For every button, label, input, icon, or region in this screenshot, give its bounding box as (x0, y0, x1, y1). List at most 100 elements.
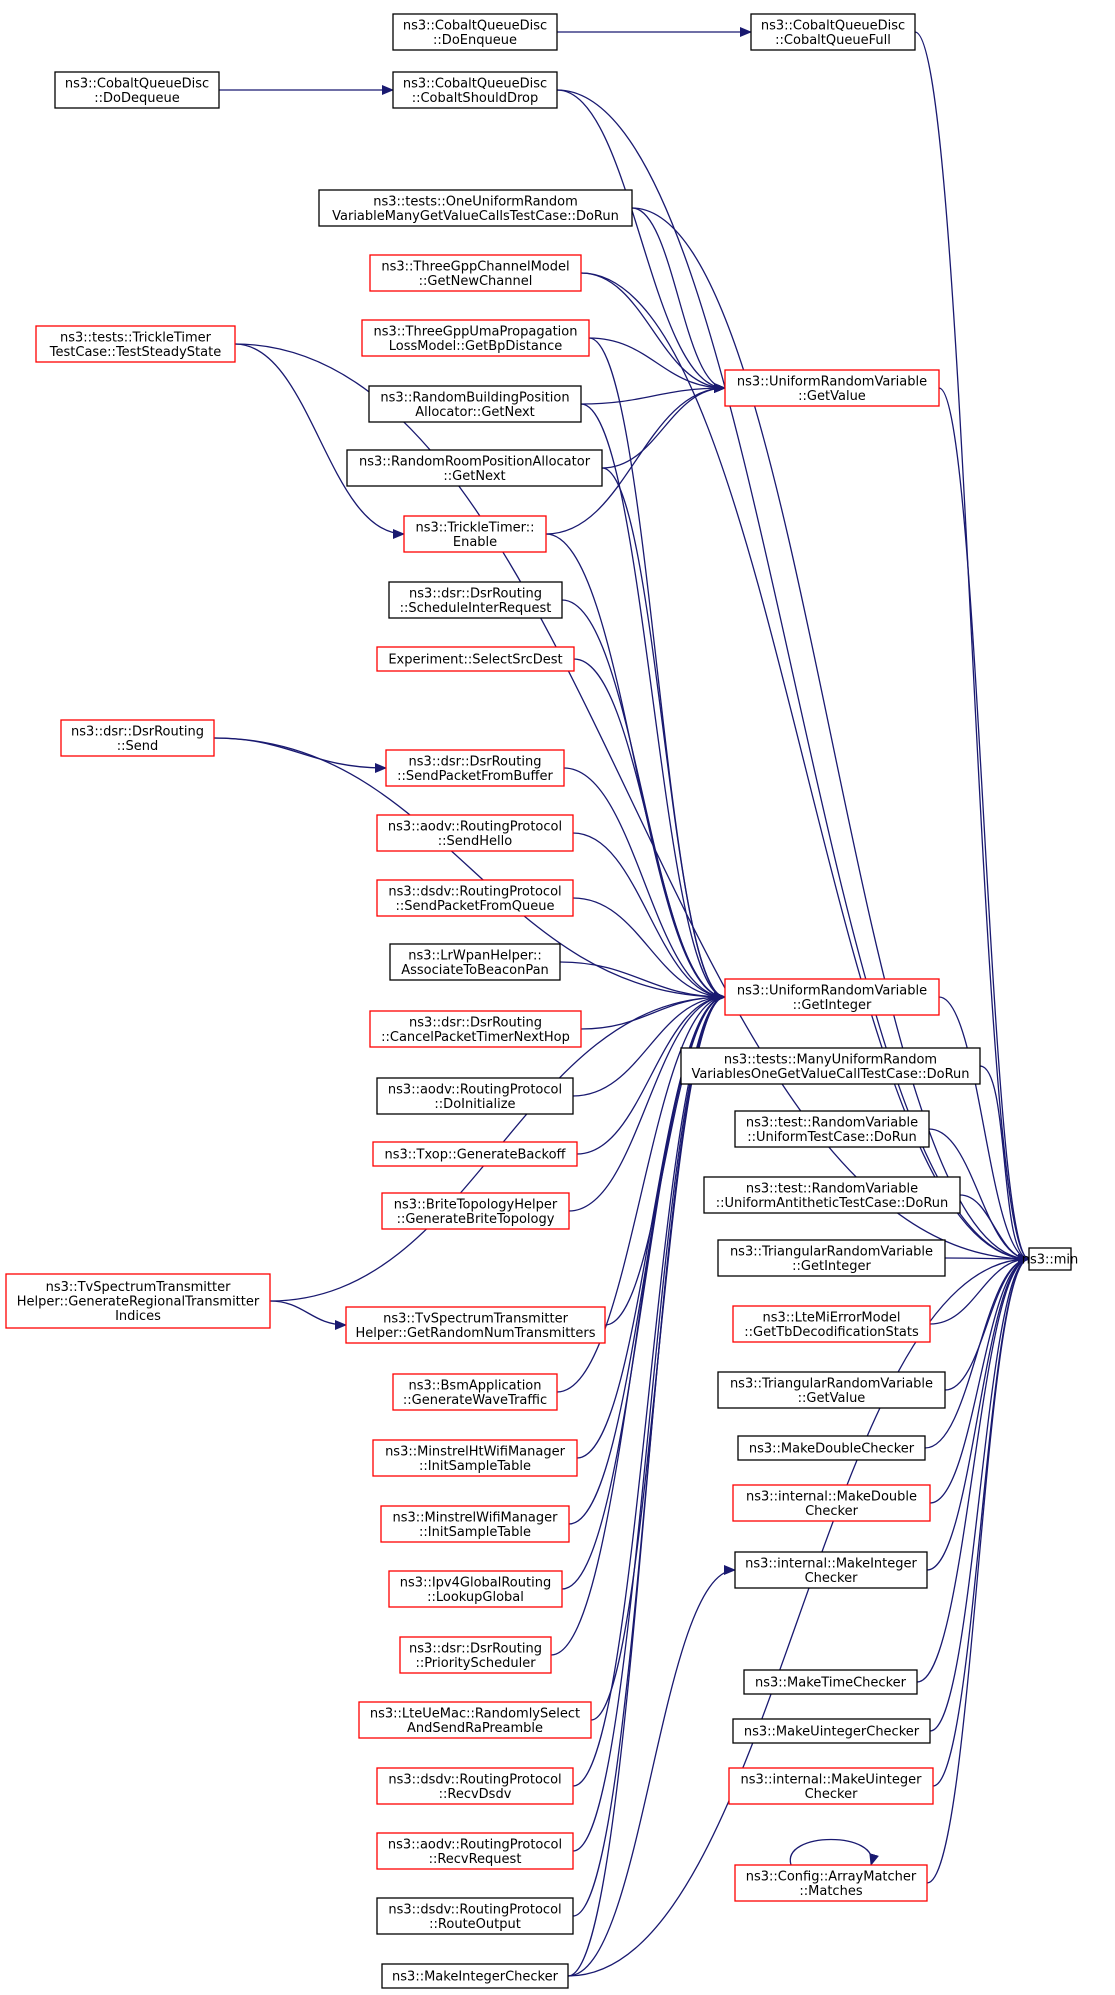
node-txop[interactable]: ns3::Txop::GenerateBackoff (372, 1141, 578, 1167)
node-label: LossModel::GetBpDistance (389, 339, 563, 354)
node-label: ::RouteOutput (429, 1917, 521, 1932)
node-rv-antithetic[interactable]: ns3::test::RandomVariable::UniformAntith… (703, 1176, 961, 1214)
node-cobalt-dequeue[interactable]: ns3::CobaltQueueDisc::DoDequeue (54, 71, 220, 109)
node-lrwpan[interactable]: ns3::LrWpanHelper::AssociateToBeaconPan (389, 943, 561, 981)
node-label: ::SendHello (438, 834, 512, 849)
node-uniform-getinteger[interactable]: ns3::UniformRandomVariable::GetInteger (724, 978, 940, 1016)
node-label: ns3::TrickleTimer:: (415, 520, 534, 535)
node-label: Experiment::SelectSrcDest (388, 653, 562, 668)
call-edge-brite-to-uniform-getinteger (568, 992, 726, 1212)
node-label: ::GenerateBriteTopology (397, 1212, 555, 1227)
node-label: ::GetValue (798, 1391, 866, 1406)
node-dsr-sendbuffer[interactable]: ns3::dsr::DsrRouting::SendPacketFromBuff… (385, 749, 565, 787)
node-label: ns3::LrWpanHelper:: (408, 948, 541, 963)
node-label: ns3::dsr::DsrRouting (409, 1641, 542, 1656)
node-box (54, 71, 220, 109)
node-lte-error[interactable]: ns3::LteMiErrorModel::GetTbDecodificatio… (732, 1305, 931, 1343)
node-box (750, 13, 916, 51)
node-aodv-init[interactable]: ns3::aodv::RoutingProtocol::DoInitialize (376, 1077, 574, 1115)
node-label: Checker (805, 1504, 859, 1519)
node-label: ::DoDequeue (94, 91, 179, 106)
node-box (345, 1306, 606, 1344)
call-edge-dsdv-recv-to-uniform-getinteger (572, 992, 726, 1787)
node-box (680, 1047, 981, 1085)
call-edge-cobalt-drop-to-uniform-getvalue (556, 89, 726, 393)
call-edge-dsr-priority-to-uniform-getinteger (550, 992, 726, 1656)
node-dsr-priority[interactable]: ns3::dsr::DsrRouting::PriorityScheduler (399, 1636, 552, 1674)
node-tv-regional[interactable]: ns3::TvSpectrumTransmitterHelper::Genera… (5, 1273, 271, 1329)
node-trickle-test[interactable]: ns3::tests::TrickleTimerTestCase::TestSt… (35, 325, 236, 363)
node-make-integer[interactable]: ns3::MakeIntegerChecker (381, 1963, 569, 1989)
node-minstrel[interactable]: ns3::MinstrelWifiManager::InitSampleTabl… (380, 1505, 570, 1543)
node-box (403, 515, 547, 553)
node-label: ns3::BriteTopologyHelper (394, 1197, 558, 1212)
node-label: ::UniformAntitheticTestCase::DoRun (716, 1196, 949, 1211)
node-label: ns3::TvSpectrumTransmitter (383, 1311, 568, 1326)
call-edge-trickle-test-to-trickle-enable (234, 343, 405, 539)
call-edge-dsr-schedule-to-uniform-getinteger (561, 599, 726, 1002)
node-label: ns3::MinstrelHtWifiManager (385, 1444, 566, 1459)
node-ipv4[interactable]: ns3::Ipv4GlobalRouting::LookupGlobal (388, 1570, 563, 1608)
node-box (361, 319, 590, 357)
call-edge-threegpp-uma-to-uniform-getvalue (588, 337, 726, 393)
node-root[interactable]: ns3::min (1022, 1247, 1079, 1271)
node-many-uniform[interactable]: ns3::tests::ManyUniformRandomVariablesOn… (680, 1047, 981, 1085)
node-box (376, 1767, 574, 1805)
node-label: ns3::UniformRandomVariable (737, 983, 927, 998)
node-box (376, 1077, 574, 1115)
node-make-double[interactable]: ns3::MakeDoubleChecker (737, 1435, 926, 1461)
call-edge-config-matches-to-root (926, 1254, 1030, 1884)
node-cobalt-full[interactable]: ns3::CobaltQueueDisc::CobaltQueueFull (750, 13, 916, 51)
node-bsm[interactable]: ns3::BsmApplication::GenerateWaveTraffic (392, 1373, 558, 1411)
node-dsdv-route[interactable]: ns3::dsdv::RoutingProtocol::RouteOutput (376, 1897, 574, 1935)
node-lte-ue[interactable]: ns3::LteUeMac::RandomlySelectAndSendRaPr… (358, 1701, 592, 1739)
node-minstrel-ht[interactable]: ns3::MinstrelHtWifiManager::InitSampleTa… (372, 1439, 578, 1477)
node-internal-uinteger[interactable]: ns3::internal::MakeUintegerChecker (728, 1767, 934, 1805)
node-uniform-getvalue[interactable]: ns3::UniformRandomVariable::GetValue (724, 369, 940, 407)
node-label: VariableManyGetValueCallsTestCase::DoRun (332, 209, 619, 224)
node-config-matches[interactable]: ns3::Config::ArrayMatcher::Matches (734, 1864, 928, 1902)
node-cobalt-enqueue[interactable]: ns3::CobaltQueueDisc::DoEnqueue (392, 13, 558, 51)
node-tri-getinteger[interactable]: ns3::TriangularRandomVariable::GetIntege… (717, 1239, 946, 1277)
node-threegpp-channel[interactable]: ns3::ThreeGppChannelModel::GetNewChannel (369, 254, 582, 292)
node-dsdv-recv[interactable]: ns3::dsdv::RoutingProtocol::RecvDsdv (376, 1767, 574, 1805)
node-cobalt-drop[interactable]: ns3::CobaltQueueDisc::CobaltShouldDrop (392, 71, 558, 109)
node-brite[interactable]: ns3::BriteTopologyHelper::GenerateBriteT… (381, 1192, 570, 1230)
node-label: ns3::dsdv::RoutingProtocol (388, 1902, 561, 1917)
node-random-building[interactable]: ns3::RandomBuildingPositionAllocator::Ge… (368, 385, 582, 423)
node-internal-double[interactable]: ns3::internal::MakeDoubleChecker (732, 1484, 931, 1522)
node-label: AssociateToBeaconPan (401, 963, 549, 978)
node-dsdv-queue[interactable]: ns3::dsdv::RoutingProtocol::SendPacketFr… (376, 879, 574, 917)
node-tv-random[interactable]: ns3::TvSpectrumTransmitterHelper::GetRan… (345, 1306, 606, 1344)
call-edge-internal-integer-to-root (926, 1254, 1030, 1571)
node-random-room[interactable]: ns3::RandomRoomPositionAllocator::GetNex… (346, 449, 603, 487)
node-dsr-send[interactable]: ns3::dsr::DsrRouting::Send (60, 719, 215, 757)
node-label: ns3::tests::OneUniformRandom (373, 194, 578, 209)
node-box (743, 1669, 918, 1695)
node-label: ::GetInteger (793, 998, 872, 1013)
node-label: ::LookupGlobal (427, 1590, 524, 1605)
node-rv-uniform[interactable]: ns3::test::RandomVariable::UniformTestCa… (734, 1110, 930, 1148)
node-trickle-enable[interactable]: ns3::TrickleTimer::Enable (403, 515, 547, 553)
node-box (392, 71, 558, 109)
node-label: ::RecvDsdv (439, 1787, 512, 1802)
node-one-uniform[interactable]: ns3::tests::OneUniformRandomVariableMany… (318, 189, 633, 227)
call-edge-tv-regional-to-tv-random (269, 1300, 347, 1330)
node-label: ::GetValue (798, 389, 866, 404)
node-experiment[interactable]: Experiment::SelectSrcDest (376, 646, 575, 672)
node-make-uinteger[interactable]: ns3::MakeUintegerChecker (732, 1718, 931, 1744)
node-dsr-schedule[interactable]: ns3::dsr::DsrRouting::ScheduleInterReque… (388, 581, 563, 619)
node-internal-integer[interactable]: ns3::internal::MakeIntegerChecker (734, 1551, 928, 1589)
node-label: ns3::CobaltQueueDisc (65, 76, 209, 91)
node-label: ::UniformTestCase::DoRun (747, 1130, 917, 1145)
node-aodv-recv[interactable]: ns3::aodv::RoutingProtocol::RecvRequest (376, 1832, 574, 1870)
node-make-time[interactable]: ns3::MakeTimeChecker (743, 1669, 918, 1695)
node-label: ns3::MakeDoubleChecker (749, 1442, 915, 1457)
call-edge-tri-getvalue-to-root (944, 1254, 1030, 1391)
node-aodv-hello[interactable]: ns3::aodv::RoutingProtocol::SendHello (376, 814, 574, 852)
node-threegpp-uma[interactable]: ns3::ThreeGppUmaPropagationLossModel::Ge… (361, 319, 590, 357)
node-tri-getvalue[interactable]: ns3::TriangularRandomVariable::GetValue (717, 1371, 946, 1409)
call-edge-aodv-init-to-uniform-getinteger (572, 992, 726, 1097)
node-box (1028, 1247, 1072, 1271)
node-dsr-cancel[interactable]: ns3::dsr::DsrRouting::CancelPacketTimerN… (369, 1010, 582, 1048)
